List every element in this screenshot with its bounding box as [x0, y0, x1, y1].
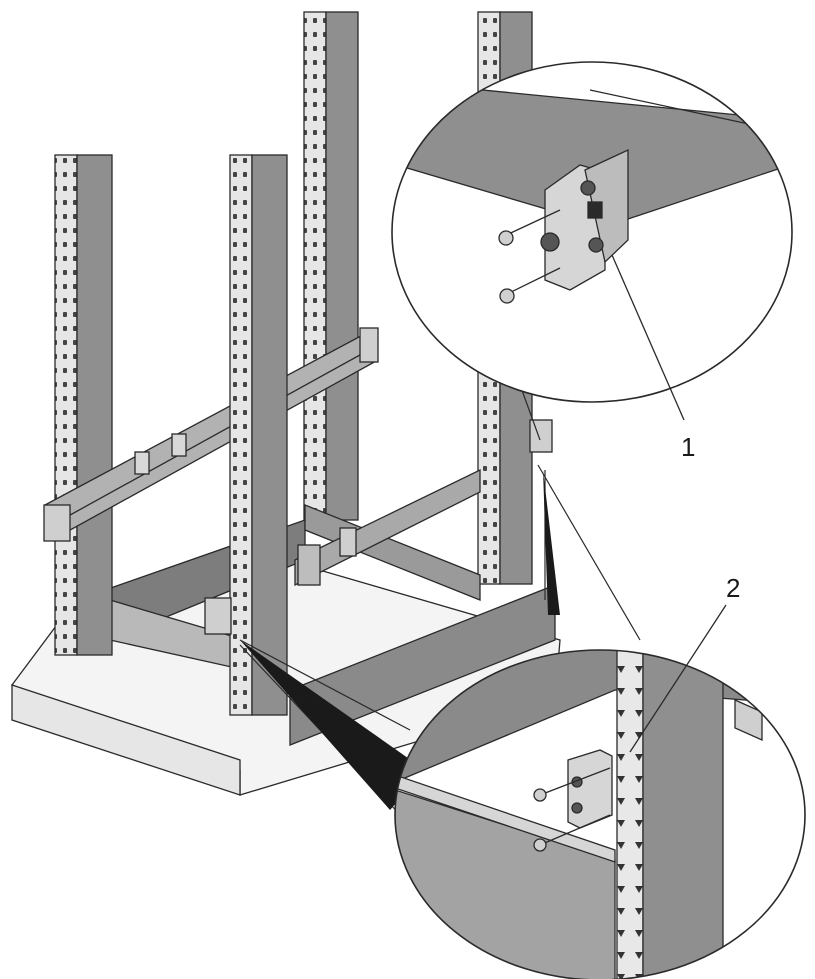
- post-face-zoom: [642, 650, 724, 979]
- front-right-post: [204, 154, 288, 716]
- screw-icon: [498, 209, 561, 246]
- rear-left-post: [303, 11, 359, 521]
- zoom-circle-top: [391, 61, 793, 403]
- rear-bracket-zoom: [734, 698, 763, 742]
- right-rail-bracket: [297, 527, 357, 586]
- zoom-cone-right: [543, 470, 560, 615]
- rack-base-front: [11, 684, 241, 796]
- screw-icon: [499, 267, 561, 304]
- callout-1-label: 1: [681, 432, 695, 462]
- callout-1-leader: [611, 254, 685, 421]
- left-rail: [43, 327, 379, 542]
- zoom-circle-bottom: [394, 649, 806, 979]
- callout-2: 2: [629, 573, 740, 753]
- front-left-post: [54, 154, 113, 656]
- bottom-bar-right: [289, 584, 556, 746]
- zoom-cone-bottom: [240, 640, 425, 810]
- callout-2-leader: [629, 604, 727, 753]
- rail-lip-zoom: [395, 774, 616, 863]
- callout-2-label: 2: [726, 573, 740, 603]
- post-hole-strip-zoom: [616, 650, 644, 979]
- rail-mounting-bracket: [567, 749, 613, 829]
- screw-icon: [533, 814, 611, 852]
- rear-right-bracket: [529, 419, 553, 453]
- rail-mounting-bracket: [540, 148, 629, 291]
- screw-icon: [533, 767, 611, 802]
- callout-1: 1: [611, 254, 695, 462]
